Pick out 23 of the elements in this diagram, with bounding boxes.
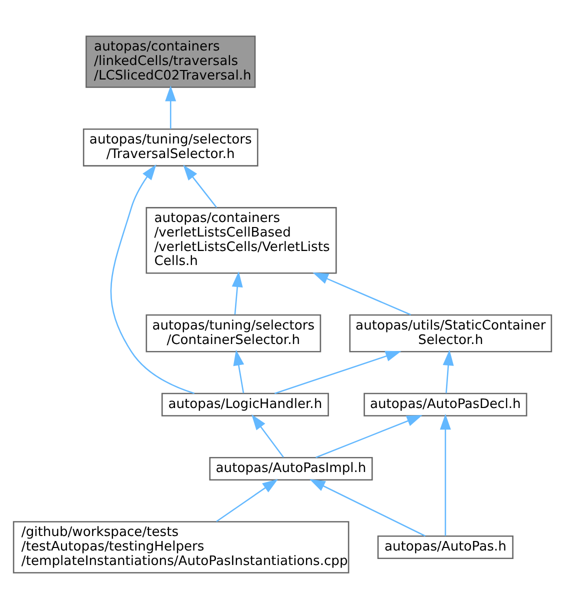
arrow xyxy=(274,350,402,394)
node-box: autopas/AutoPasImpl.h xyxy=(209,456,373,480)
arrow xyxy=(183,164,218,208)
arrow xyxy=(110,164,194,394)
node-box: /github/workspace/tests /testAutopas/testingHelpers /templateInstantiations/AutoPasInstantiations.cpp xyxy=(12,520,350,573)
node-box: autopas/tuning/selectors /TraversalSelector.h xyxy=(82,128,258,166)
arrow xyxy=(312,272,412,315)
arrow xyxy=(442,349,454,393)
arrow xyxy=(216,478,278,522)
arrow xyxy=(316,414,423,458)
arrow xyxy=(440,413,451,536)
node-box: autopas/containers /linkedCells/traversals /LCSlicedC02Traversal.h xyxy=(86,35,256,88)
arrow xyxy=(165,85,176,128)
node-box: autopas/AutoPas.h xyxy=(377,534,514,559)
node-box: autopas/containers /verletListsCellBased /verletListsCells/VerletLists Cells.h xyxy=(146,206,337,274)
arrow xyxy=(233,349,244,393)
node-box: autopas/LogicHandler.h xyxy=(161,392,329,416)
node-box: autopas/utils/StaticContainer Selector.h xyxy=(349,314,552,352)
arrow xyxy=(309,478,426,536)
arrow xyxy=(251,414,284,458)
node-box: autopas/tuning/selectors /ContainerSelector.h xyxy=(146,314,322,352)
node-box: autopas/AutoPasDecl.h xyxy=(364,392,528,416)
arrow xyxy=(232,270,243,314)
